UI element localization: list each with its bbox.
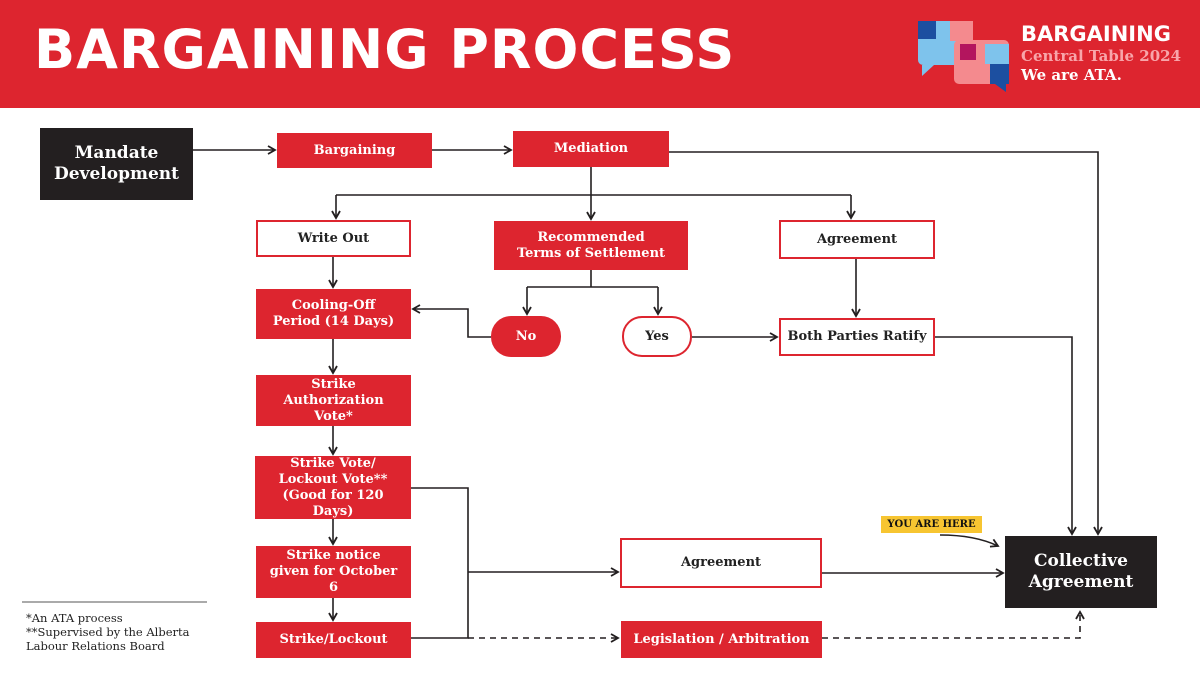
footnote-1: *An ATA process <box>26 611 123 625</box>
page-title: BARGAINING PROCESS <box>34 18 736 81</box>
you-are-here-badge: YOU ARE HERE <box>881 516 982 533</box>
brand-title: BARGAINING <box>1021 22 1171 46</box>
brand-tagline: We are ATA. <box>1021 66 1122 84</box>
node-agreement-top: Agreement <box>779 220 935 259</box>
node-legislation-arbitration: Legislation / Arbitration <box>621 621 822 658</box>
node-mandate-development: Mandate Development <box>40 128 193 200</box>
node-bargaining: Bargaining <box>277 133 432 168</box>
footnote-2: **Supervised by the Alberta Labour Relat… <box>26 625 190 653</box>
node-strike-authorization: Strike Authorization Vote* <box>256 375 411 426</box>
brand-subtitle: Central Table 2024 <box>1021 47 1182 65</box>
node-strike-notice: Strike notice given for October 6 <box>256 546 411 598</box>
node-cooling-off: Cooling-Off Period (14 Days) <box>256 289 411 339</box>
node-no: No <box>491 316 561 357</box>
node-both-parties-ratify: Both Parties Ratify <box>779 318 935 356</box>
node-collective-agreement: Collective Agreement <box>1005 536 1157 608</box>
footnotes: *An ATA process **Supervised by the Albe… <box>26 611 216 653</box>
node-yes: Yes <box>622 316 692 357</box>
node-strike-vote: Strike Vote/ Lockout Vote** (Good for 12… <box>255 456 411 519</box>
node-recommended-terms: Recommended Terms of Settlement <box>494 221 688 270</box>
node-write-out: Write Out <box>256 220 411 257</box>
node-agreement-mid: Agreement <box>620 538 822 588</box>
node-strike-lockout: Strike/Lockout <box>256 622 411 658</box>
node-mediation: Mediation <box>513 131 669 167</box>
